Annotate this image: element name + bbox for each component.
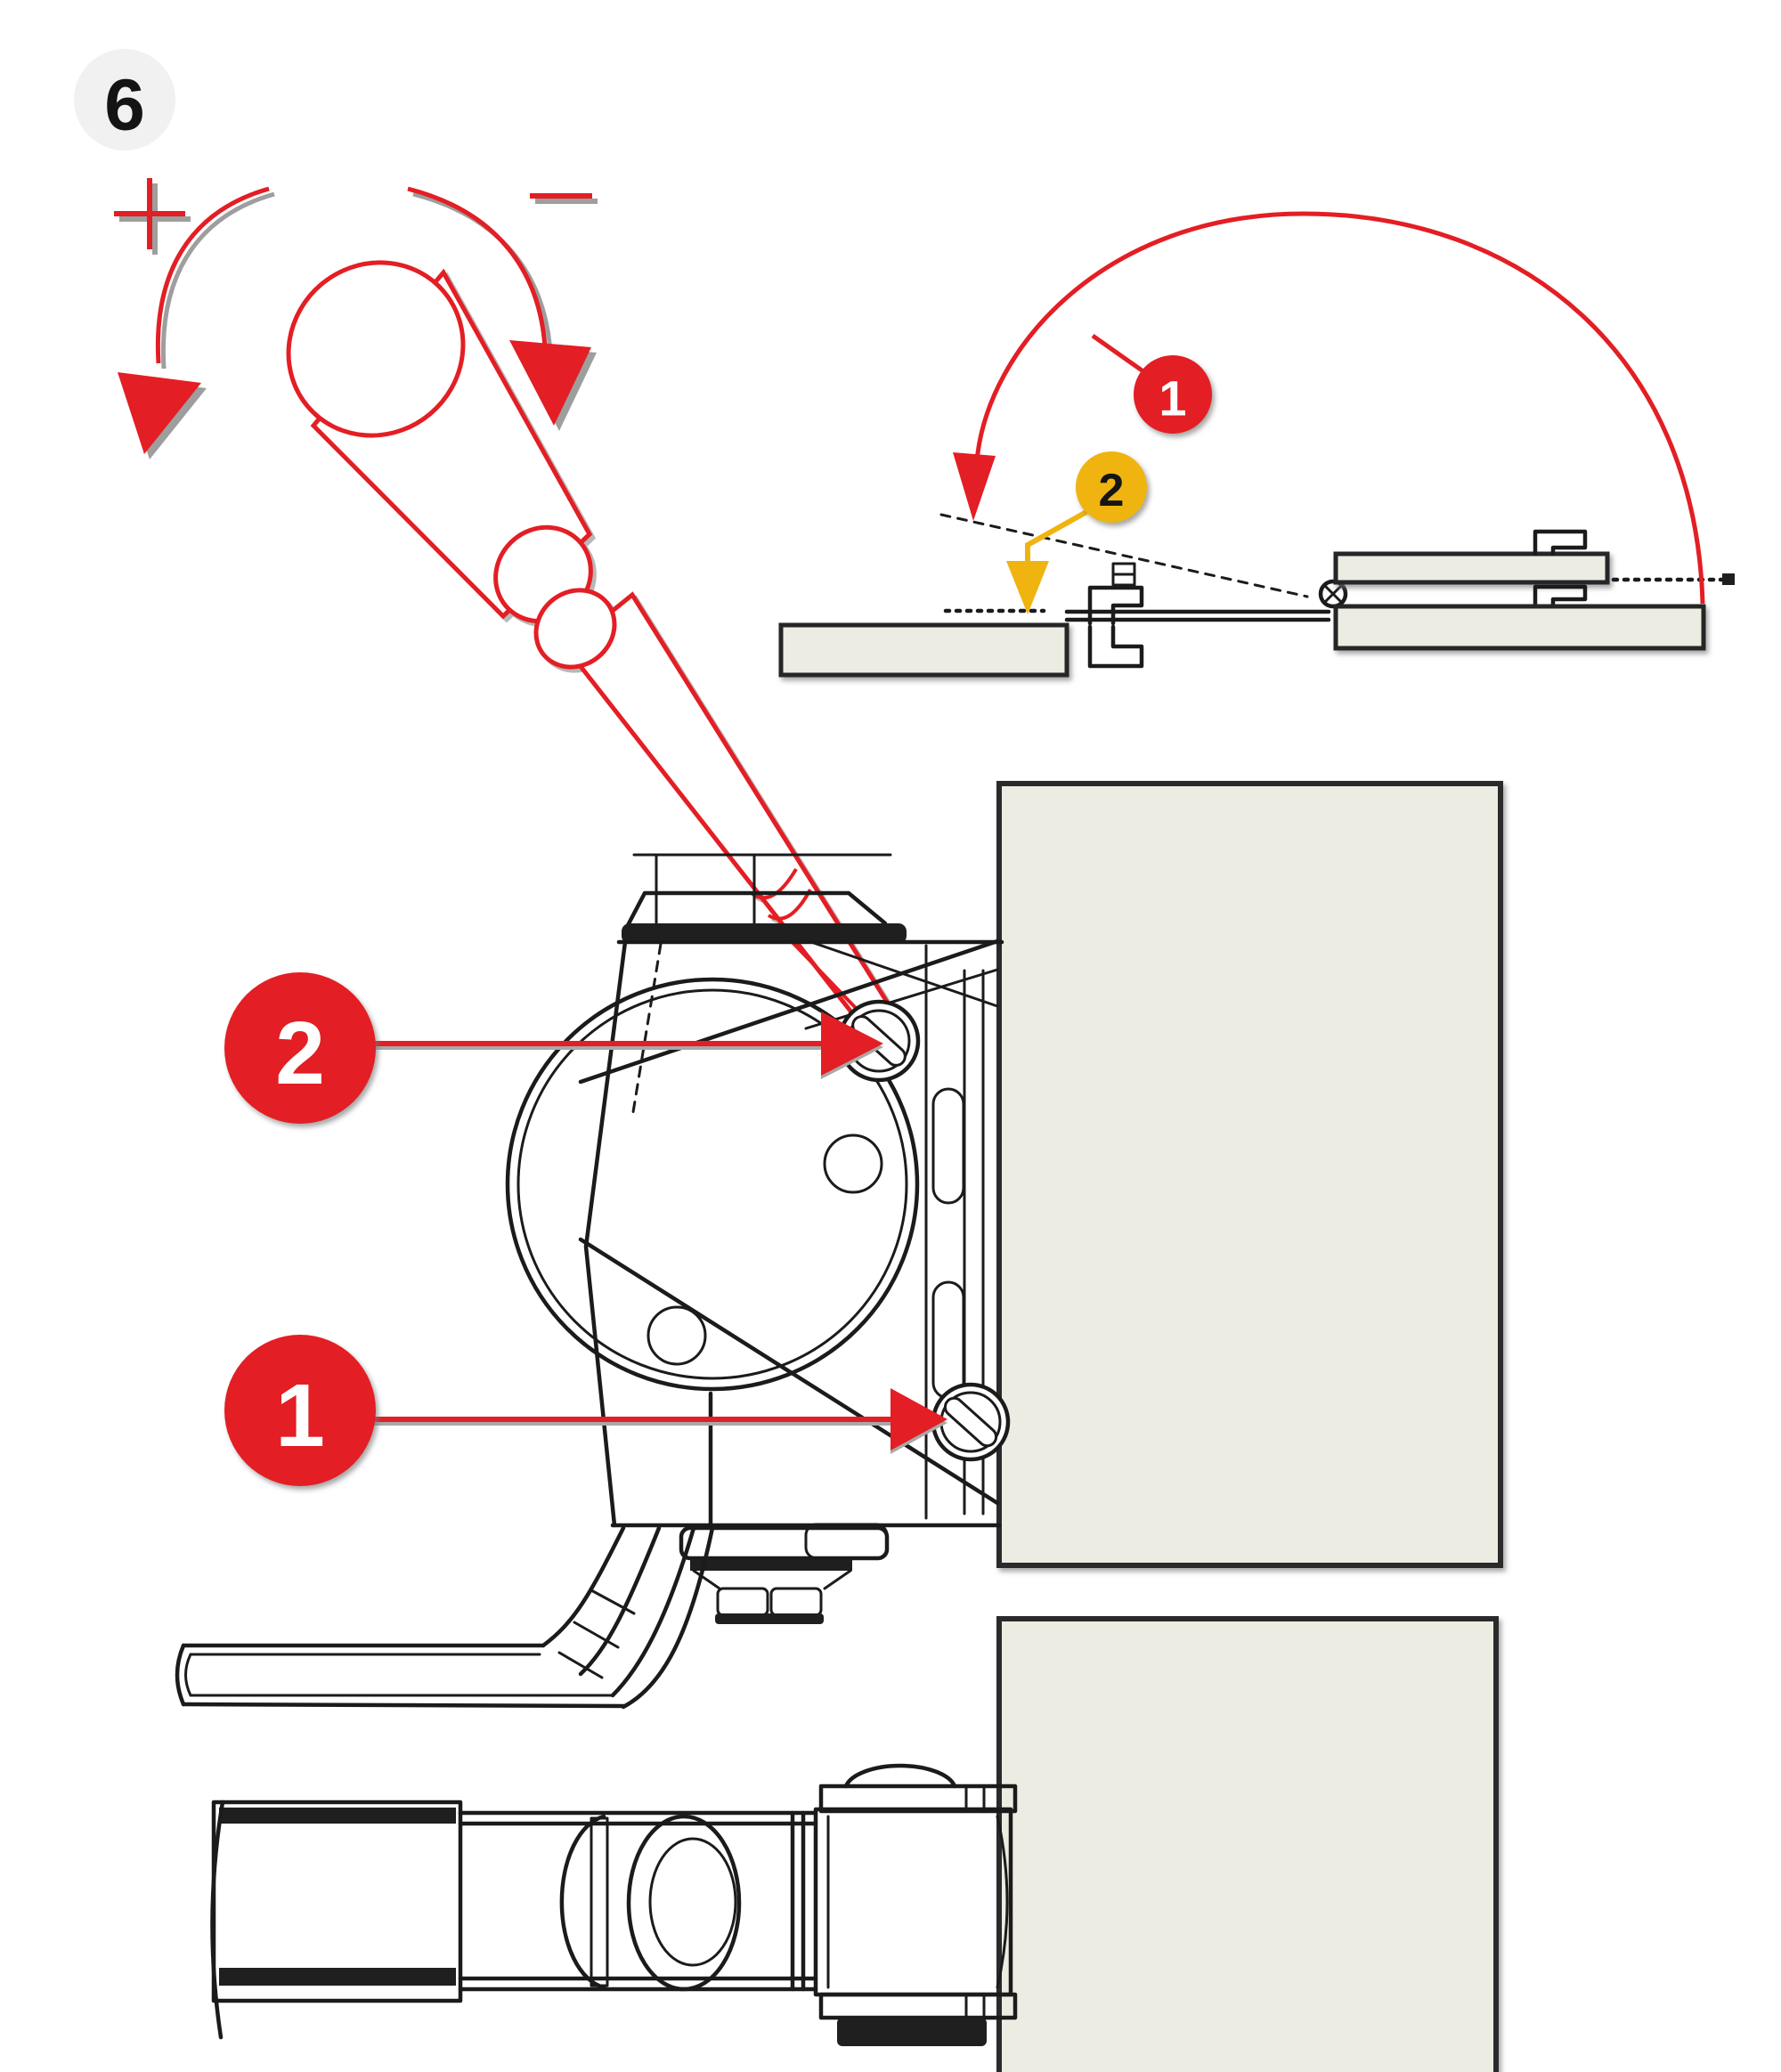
screwdriver-ferrule [533,588,617,670]
upper-slope-edge [578,938,1000,1085]
bv-pivot-ring-outer [626,1814,742,1992]
mount-taper-edges [692,1569,852,1590]
step-badge-circle [74,49,175,150]
callout-rotation-badge [1134,355,1212,434]
bottom-view [210,1763,1018,2046]
plus-icon [114,178,185,249]
arm-rib-3 [557,1651,604,1679]
flange-slot-bottom [931,1280,965,1400]
cap-trapezoid [623,890,888,931]
body-hidden-edge [630,942,663,1119]
lower-slope-edge [578,1237,1000,1506]
bv-pivot-ring-inner [648,1837,737,1967]
rotation-legend [114,178,897,1039]
callout-screw-bottom-badge: 1 [224,1335,376,1486]
mount-foot-right [769,1587,823,1617]
bv-half-cylinder [559,1814,606,1990]
bv-bottom-bracket [818,1992,1018,2020]
bv-top-bracket [818,1784,1018,1814]
callout-screw-top-leader-group [374,1012,883,1076]
callout-height-badge [1076,451,1147,523]
callout-height-number: 2 [1099,465,1125,516]
swing-arc [953,211,1705,605]
step-number: 6 [104,65,145,146]
swing-arc-path [974,211,1705,605]
screw-bottom-slot [943,1396,998,1448]
bv-half-cylinder-chord [590,1816,609,1987]
arm-bar-bottom [181,1702,626,1709]
arm-rib-2 [573,1621,620,1649]
bv-mount-end-curve [996,1815,1009,1989]
center-clip-upper [1087,585,1144,626]
callout-screw-bottom-arrowhead-icon [890,1388,947,1450]
callout-rotation: 1 [1091,333,1212,434]
screwdriver [286,260,897,1039]
upper-facet-edge [807,939,999,1008]
callout-screw-top-arrowhead-icon [821,1012,883,1076]
step-badge: 6 [74,49,175,150]
dotted-line-end-tick [1722,573,1735,585]
arm-curve-1 [541,1525,626,1648]
callout-screw-top-number: 2 [275,1003,325,1103]
mount-hatch-bar [690,1560,852,1571]
bv-arm-band-top [219,1808,456,1824]
hook-bracket-middle [1533,584,1588,610]
arm-curve-3 [610,1525,696,1698]
arm-rib-1 [590,1589,636,1615]
hinge-cup-outer [505,977,920,1392]
section-panel-left [778,622,1069,678]
section-panel-right-top [1333,551,1610,585]
adjustment-screw-top [837,999,921,1083]
callout-screw-bottom-leader-group [374,1388,947,1450]
bv-top-bump [843,1763,957,1789]
arm-curve-2 [578,1525,662,1677]
screwdriver-tip-band [767,889,812,921]
flange-slot-top [931,1087,965,1205]
detail-callouts: 2 1 [224,972,947,1486]
overview-cross-section: 1 2 [778,211,1735,678]
arm-bar-end-cap-inner [184,1653,192,1697]
mount-foot-left [716,1587,769,1617]
bv-arm-band-bottom [219,1968,456,1986]
bv-arm-end-curve [210,1800,225,2040]
mount-clip-right [804,1523,889,1560]
hinge-cup-inner [516,988,908,1380]
cup-hole-right [823,1134,883,1194]
callout-height: 2 [1006,451,1147,614]
door-panels [996,781,1503,2072]
hinge-detail-view [175,853,1011,1710]
arm-bar-end-cap [175,1643,186,1707]
section-panel-right-bottom [1333,604,1706,651]
callout-height-leader [1025,509,1088,565]
center-clip-lower [1087,624,1144,669]
bv-mount-block [813,1807,1013,1997]
cap-bar [622,923,907,944]
panel-bottom [996,1616,1499,2072]
callout-screw-top-badge: 2 [224,972,376,1124]
bottom-mount [679,1523,890,1624]
adjustment-screw-bottom [931,1382,1011,1462]
callout-screw-bottom-number: 1 [275,1366,325,1466]
callout-rotation-leader [1091,333,1149,377]
tilted-panel-dashed-line [939,513,1309,598]
swing-arc-arrowhead-icon [953,452,996,521]
rotate-cw-arrow-icon [407,186,591,426]
rotate-ccw-arrow-icon [118,186,270,454]
callout-height-arrowhead-icon [1006,561,1049,614]
hinge-arm [175,1525,715,1710]
pivot-tick-2 [1322,583,1344,605]
hook-bracket-top [1533,529,1588,557]
bv-bottom-tray [837,2018,987,2046]
callout-rotation-number: 1 [1159,370,1186,427]
panel-top [996,781,1503,1568]
mount-foot-cap [715,1613,824,1624]
screwdriver-handle-butt [286,260,466,438]
arm-curve-4 [621,1525,715,1710]
body-left-edge [583,939,628,1528]
cup-hole-lower [647,1305,707,1366]
